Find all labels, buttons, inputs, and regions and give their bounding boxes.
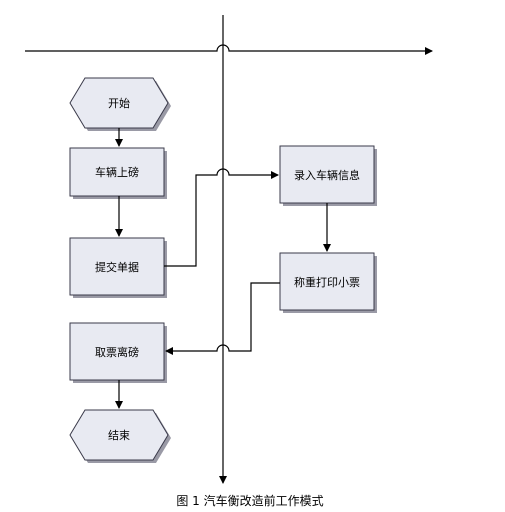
horizontal-axis-line (25, 44, 433, 55)
end-label: 结束 (108, 429, 130, 442)
submit-form-node (69, 237, 165, 296)
end-node (69, 409, 169, 461)
enter-vehicle-info-node (279, 145, 375, 204)
submit-form-label: 提交单据 (95, 260, 139, 274)
arrow-submit-to-enter-info (164, 168, 279, 267)
start-label: 开始 (108, 96, 130, 110)
start-node (69, 77, 169, 129)
figure-caption: 图 1 汽车衡改造前工作模式 (176, 493, 323, 508)
vehicle-on-scale-label: 车辆上磅 (95, 165, 139, 179)
arrow-weigh-to-take-ticket (165, 282, 280, 355)
enter-vehicle-info-label: 录入车辆信息 (294, 168, 360, 182)
take-ticket-leave-node (69, 322, 165, 381)
weigh-print-ticket-node (279, 252, 375, 311)
take-ticket-leave-label: 取票离磅 (95, 345, 139, 359)
weigh-print-ticket-label: 称重打印小票 (294, 275, 360, 289)
vehicle-on-scale-node (69, 147, 165, 197)
